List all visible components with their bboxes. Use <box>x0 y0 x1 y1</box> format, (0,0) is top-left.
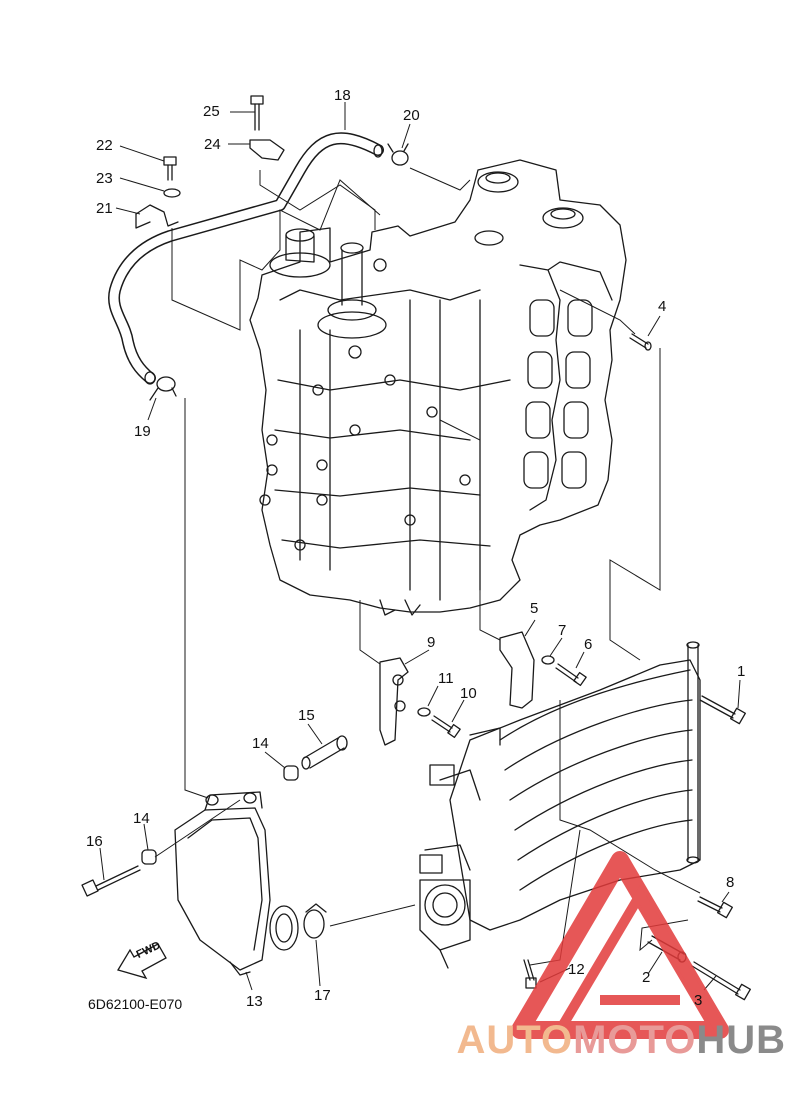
brand-part-auto: AUTO <box>456 1018 574 1062</box>
intake-manifold <box>419 641 701 969</box>
callout-12: 12 <box>568 961 585 978</box>
bracket-5 <box>499 631 535 709</box>
collar-15 <box>301 735 348 770</box>
diagram-code: 6D62100-E070 <box>88 996 183 1012</box>
brand-part-hub: HUB <box>696 1018 786 1062</box>
bolt-1 <box>699 695 746 725</box>
leader-lines <box>99 102 741 991</box>
bolt-22 <box>163 156 177 181</box>
callout-16: 16 <box>86 833 103 850</box>
clamp-19 <box>149 376 177 401</box>
intake-silencer-13 <box>174 791 299 976</box>
callout-20: 20 <box>403 107 420 124</box>
bolt-3 <box>691 961 751 1001</box>
callout-17: 17 <box>314 987 331 1004</box>
watermark-logo <box>511 851 729 1039</box>
bracket-24 <box>249 139 285 161</box>
brand-watermark: AUTOMOTOHUB <box>456 1020 786 1060</box>
washer-23 <box>163 188 181 198</box>
callout-7: 7 <box>558 622 567 639</box>
spacer-14b <box>141 849 157 865</box>
bolt-6 <box>555 663 587 687</box>
callout-15: 15 <box>298 707 315 724</box>
callout-11: 11 <box>438 670 454 687</box>
callout-8: 8 <box>726 874 735 891</box>
callout-25: 25 <box>203 103 220 120</box>
bolt-25 <box>250 95 264 131</box>
bolt-8 <box>697 896 733 919</box>
engine-block <box>249 159 627 616</box>
callout-22: 22 <box>96 137 113 154</box>
callout-6: 6 <box>584 636 593 653</box>
bolt-16 <box>81 865 141 897</box>
callout-4: 4 <box>658 298 667 315</box>
clamp-17 <box>303 903 327 939</box>
pin-4 <box>629 333 652 351</box>
bolt-10 <box>431 715 461 739</box>
washer-7 <box>541 655 555 665</box>
callout-1: 1 <box>737 663 746 680</box>
callout-14b: 14 <box>133 810 150 827</box>
callout-24: 24 <box>204 136 221 153</box>
fwd-arrow <box>117 943 167 980</box>
bracket-9 <box>379 657 409 746</box>
callout-10: 10 <box>460 685 477 702</box>
callout-2: 2 <box>642 969 651 986</box>
callout-5: 5 <box>530 600 539 617</box>
callout-13: 13 <box>246 993 263 1010</box>
spacer-14a <box>283 765 299 781</box>
callout-14a: 14 <box>252 735 269 752</box>
callout-21: 21 <box>96 200 113 217</box>
washer-11 <box>417 707 431 717</box>
callout-23: 23 <box>96 170 113 187</box>
callout-19: 19 <box>134 423 151 440</box>
bolt-12 <box>523 959 537 989</box>
brand-part-moto: MOTO <box>573 1018 697 1062</box>
clamp-20 <box>387 143 409 166</box>
callout-3: 3 <box>694 992 703 1009</box>
bracket-21 <box>135 204 179 227</box>
callout-9: 9 <box>427 634 436 651</box>
hose-18 <box>108 132 384 385</box>
callout-18: 18 <box>334 87 351 104</box>
